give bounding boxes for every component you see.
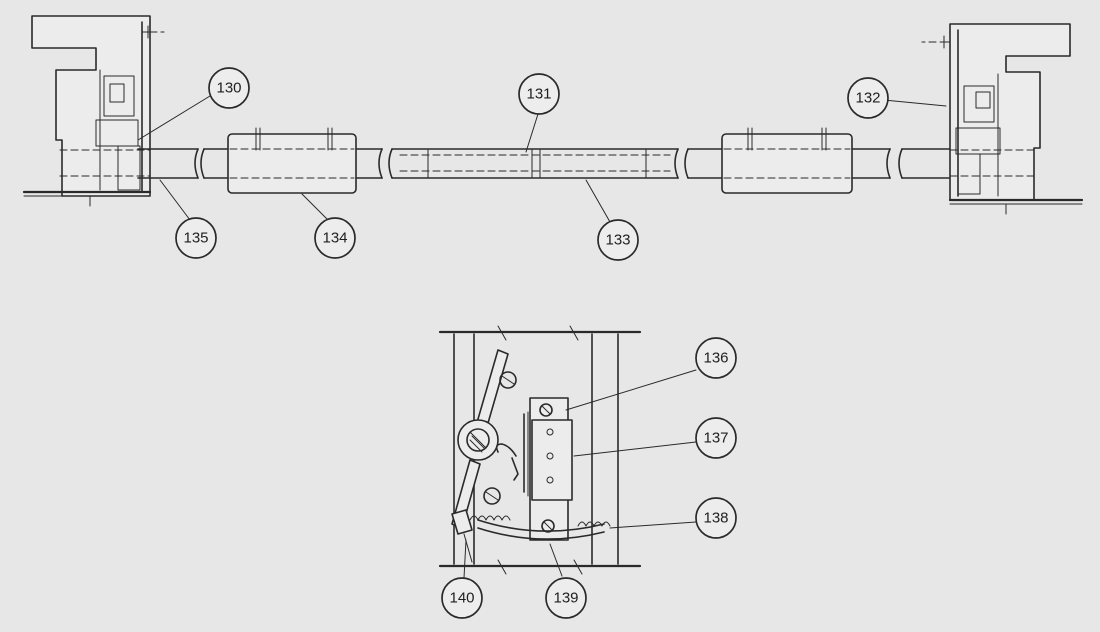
switch-mechanism (438, 325, 697, 579)
callout-140-label: 140 (449, 590, 474, 607)
callout-135: 135 (175, 217, 217, 259)
callout-136-label: 136 (703, 350, 728, 367)
callout-133-label: 133 (605, 232, 630, 249)
callout-131-label: 131 (526, 86, 551, 103)
callout-137: 137 (695, 417, 737, 459)
callout-137-label: 137 (703, 430, 728, 447)
right-bracket (921, 23, 1084, 215)
callout-132: 132 (847, 77, 889, 119)
left-bracket (22, 15, 165, 207)
callout-138: 138 (695, 497, 737, 539)
callout-140: 140 (441, 577, 483, 619)
callout-130: 130 (208, 67, 250, 109)
callout-134: 134 (314, 217, 356, 259)
coupling-sleeve-left (203, 127, 383, 194)
callout-134-label: 134 (322, 230, 347, 247)
shaft-assembly (22, 15, 1084, 223)
callout-132-label: 132 (855, 90, 880, 107)
callout-136: 136 (695, 337, 737, 379)
callout-135-label: 135 (183, 230, 208, 247)
callout-131: 131 (518, 73, 560, 115)
callout-138-label: 138 (703, 510, 728, 527)
callout-130-label: 130 (216, 80, 241, 97)
callout-139: 139 (545, 577, 587, 619)
rod-segment-left (137, 148, 205, 179)
leader-lines-top (137, 95, 947, 223)
centre-rod (388, 148, 679, 179)
callout-133: 133 (597, 219, 639, 261)
leader-lines-bottom (463, 369, 697, 579)
callout-139-label: 139 (553, 590, 578, 607)
coupling-sleeve-right (684, 127, 891, 194)
